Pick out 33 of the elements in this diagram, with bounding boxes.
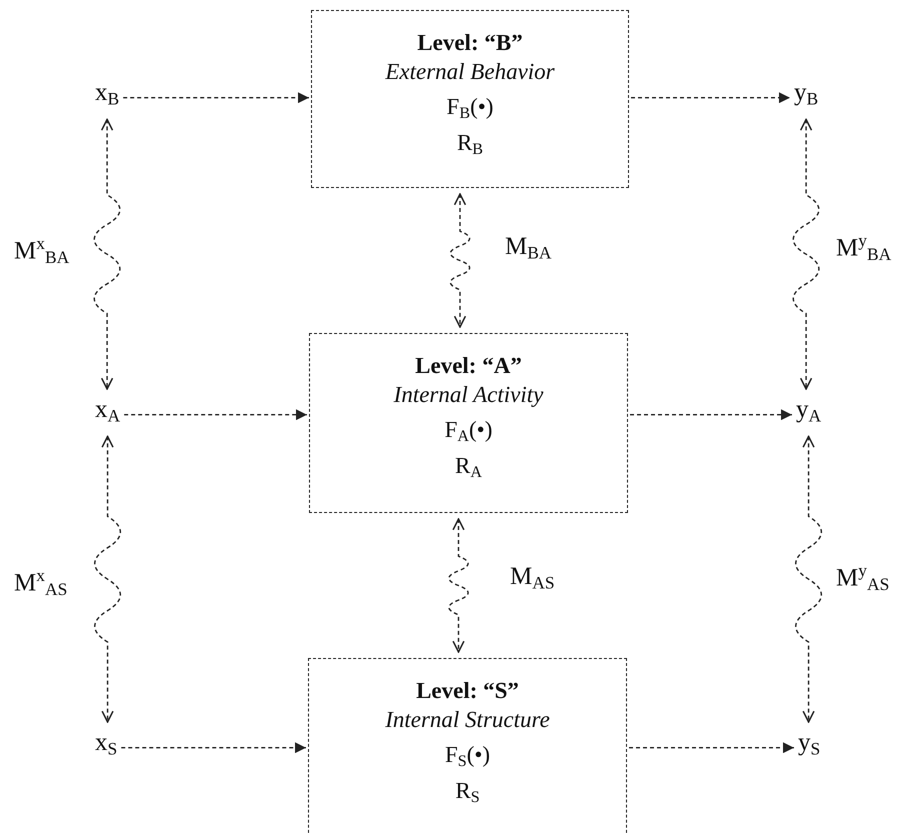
box-subtitle: External Behavior [385, 58, 555, 85]
formula: F$_{B}$(•) [446, 93, 494, 124]
formula: R$_{S}$ [455, 777, 480, 808]
arrow [124, 409, 307, 420]
wavy-arrow [94, 118, 121, 390]
formula: F$_{A}$(•) [444, 416, 492, 448]
wavy-arrow [795, 436, 822, 723]
formula: R$_{B}$ [456, 129, 484, 160]
wavy-arrow [792, 118, 820, 390]
variable-label: x$_{A}$ [93, 395, 122, 430]
variable-label: x$_{B}$ [93, 78, 122, 114]
wavy-arrow [448, 518, 469, 653]
level-box [309, 333, 628, 513]
variable-label: x$_{S}$ [93, 728, 120, 764]
wavy-arrow [94, 436, 121, 723]
box-heading: Level: “S” [416, 677, 519, 704]
level-box [311, 10, 629, 188]
arrow [631, 92, 790, 104]
variable-label: y$_{S}$ [796, 728, 822, 764]
formula: R$_{A}$ [455, 452, 482, 484]
box-heading: Level: “B” [417, 29, 523, 56]
box-subtitle: Internal Structure [385, 706, 550, 733]
level-box [308, 658, 627, 833]
arrow [121, 742, 306, 754]
arrow [629, 742, 794, 754]
variable-label: y$_{A}$ [794, 395, 824, 430]
arrow [630, 409, 792, 420]
wavy-arrow [450, 193, 470, 328]
box-subtitle: Internal Activity [394, 381, 544, 408]
box-heading: Level: “A” [415, 352, 522, 379]
formula: F$_{S}$(•) [444, 741, 490, 772]
variable-label: y$_{B}$ [792, 78, 820, 114]
arrow [123, 92, 309, 104]
